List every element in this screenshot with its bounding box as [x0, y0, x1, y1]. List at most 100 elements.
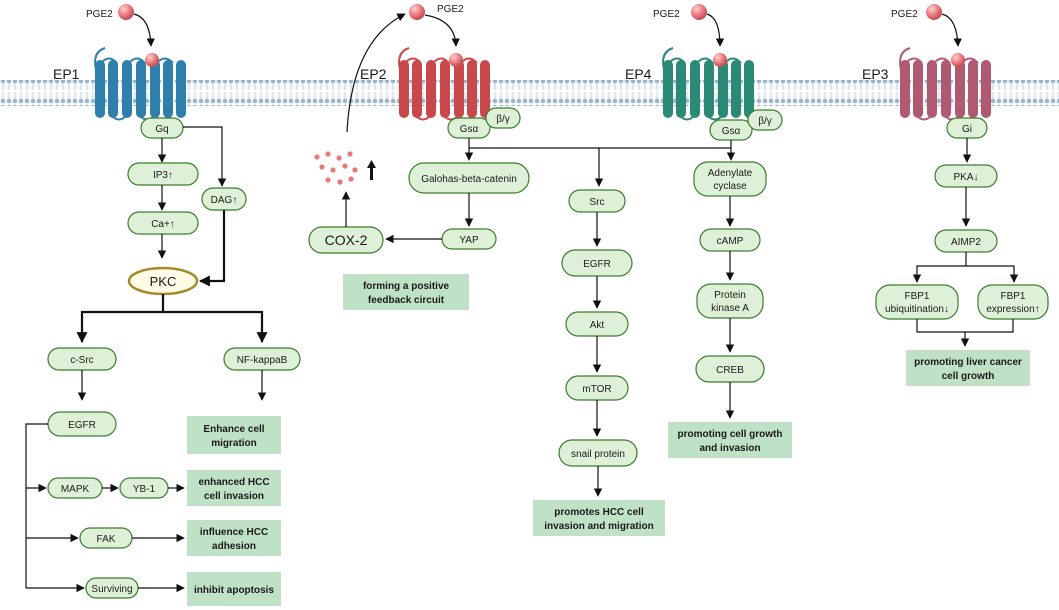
svg-text:Src: Src: [590, 197, 605, 208]
egfr-shared-node: EGFR: [561, 249, 633, 277]
ca-node: Ca+↑: [127, 211, 199, 235]
prostaglandin-molecule-icon: [926, 4, 942, 20]
svg-text:promoting cell growth: promoting cell growth: [678, 429, 783, 440]
cox2-node: COX-2: [308, 226, 384, 254]
result-migration: Enhance cell migration: [187, 416, 281, 454]
galohas-node: Galohas-beta-catenin: [408, 162, 530, 194]
pge2-label-ep4: PGE2: [653, 9, 680, 20]
svg-text:Surviving: Surviving: [91, 584, 132, 595]
creb-node: CREB: [695, 355, 765, 383]
svg-text:PKA↓: PKA↓: [953, 172, 978, 183]
result-cell-growth-invasion: promoting cell growth and invasion: [668, 422, 792, 458]
svg-text:MAPK: MAPK: [61, 484, 90, 495]
pka-ep4-node: Protein kinase A: [696, 283, 764, 319]
pge2-ep3: PGE2: [891, 4, 962, 47]
snail-node: snail protein: [558, 439, 638, 467]
svg-text:expression↑: expression↑: [986, 304, 1039, 315]
svg-text:Gsα: Gsα: [722, 126, 741, 137]
yb1-node: YB-1: [119, 477, 169, 499]
akt-node: Akt: [565, 311, 629, 337]
svg-text:mTOR: mTOR: [582, 384, 611, 395]
mapk-node: MAPK: [47, 477, 103, 499]
svg-text:ubiquitination↓: ubiquitination↓: [885, 304, 949, 315]
gq-node: Gq: [140, 117, 184, 139]
ep1-receptor-icon: [94, 47, 186, 121]
svg-text:Adenylate: Adenylate: [708, 168, 753, 179]
svg-text:Enhance cell: Enhance cell: [203, 424, 264, 435]
svg-text:influence HCC: influence HCC: [200, 527, 268, 538]
feedback-arrow: [346, 13, 406, 133]
ep4-label: EP4: [625, 66, 652, 82]
pge2-label-ep3: PGE2: [891, 9, 918, 20]
pge2-ep1: PGE2: [86, 4, 155, 47]
aimp2-node: AIMP2: [934, 229, 998, 253]
svg-text:Galohas-beta-catenin: Galohas-beta-catenin: [421, 174, 517, 185]
svg-text:cyclase: cyclase: [713, 181, 747, 192]
csrc-node: c-Src: [47, 347, 117, 371]
ip3-node: IP3↑: [127, 162, 199, 186]
svg-text:promoting liver cancer: promoting liver cancer: [914, 357, 1022, 368]
svg-text:adhesion: adhesion: [212, 541, 256, 552]
gs-ep4-node: Gsα: [709, 119, 753, 141]
prostaglandin-molecule-icon: [409, 4, 425, 20]
svg-text:Ca+↑: Ca+↑: [151, 219, 175, 230]
ep3-label: EP3: [862, 66, 889, 82]
surviving-node: Surviving: [85, 577, 139, 599]
pkc-node: PKC: [127, 266, 199, 296]
svg-text:IP3↑: IP3↑: [153, 170, 173, 181]
svg-text:CREB: CREB: [716, 365, 744, 376]
result-apoptosis: inhibit apoptosis: [187, 572, 281, 606]
svg-text:cAMP: cAMP: [717, 236, 744, 247]
svg-text:AIMP2: AIMP2: [951, 237, 981, 248]
yap-node: YAP: [441, 228, 497, 250]
svg-text:c-Src: c-Src: [70, 355, 93, 366]
svg-text:Akt: Akt: [590, 320, 605, 331]
pka-ep3-node: PKA↓: [934, 164, 998, 188]
svg-text:invasion and migration: invasion and migration: [544, 521, 653, 532]
pge2-ep4: PGE2: [653, 4, 725, 47]
bg-ep4-node: β/γ: [747, 109, 783, 131]
egfr-ep1-node: EGFR: [47, 411, 117, 437]
result-liver-cancer: promoting liver cancer cell growth: [906, 350, 1030, 386]
fbp1-ubiquitination-node: FBP1 ubiquitination↓: [875, 284, 959, 320]
nfkb-node: NF-kappaB: [223, 347, 301, 371]
pge2-label-ep2: PGE2: [437, 4, 464, 15]
svg-text:Gsα: Gsα: [460, 124, 479, 135]
svg-text:FAK: FAK: [97, 534, 116, 545]
svg-text:cell growth: cell growth: [942, 371, 995, 382]
gi-node: Gi: [946, 117, 988, 139]
prostaglandin-molecule-icon: [691, 4, 707, 20]
svg-text:EGFR: EGFR: [583, 259, 611, 270]
svg-text:inhibit apoptosis: inhibit apoptosis: [194, 585, 274, 596]
mtor-node: mTOR: [565, 375, 629, 401]
cox2-products-icon: [314, 151, 358, 185]
svg-text:enhanced HCC: enhanced HCC: [198, 477, 269, 488]
bg-ep2-node: β/γ: [485, 107, 521, 129]
gs-ep2-node: Gsα: [447, 117, 491, 139]
ep3-receptor-icon: [899, 47, 991, 121]
svg-text:FBP1: FBP1: [904, 291, 929, 302]
svg-text:COX-2: COX-2: [325, 232, 368, 248]
svg-text:Gi: Gi: [962, 124, 972, 135]
svg-text:β/γ: β/γ: [496, 114, 510, 125]
increase-arrow-icon: [367, 160, 376, 180]
ep4-receptor-icon: [662, 47, 754, 121]
svg-text:FBP1: FBP1: [1000, 291, 1025, 302]
ep2-receptor-icon: [398, 47, 490, 121]
ep2-label: EP2: [360, 66, 387, 82]
dag-node: DAG↑: [201, 187, 247, 211]
svg-text:EGFR: EGFR: [68, 420, 96, 431]
result-invasion: enhanced HCC cell invasion: [187, 470, 281, 506]
svg-text:DAG↑: DAG↑: [211, 195, 238, 206]
svg-text:and invasion: and invasion: [699, 443, 760, 454]
result-hcc-invasion: promotes HCC cell invasion and migration: [533, 500, 665, 536]
svg-text:PKC: PKC: [150, 274, 177, 289]
svg-text:feedback circuit: feedback circuit: [368, 295, 445, 306]
src-node: Src: [568, 189, 626, 213]
svg-text:YAP: YAP: [459, 235, 479, 246]
svg-text:YB-1: YB-1: [133, 484, 156, 495]
ep1-label: EP1: [53, 66, 80, 82]
svg-text:forming a positive: forming a positive: [363, 281, 450, 292]
fak-node: FAK: [79, 527, 133, 549]
